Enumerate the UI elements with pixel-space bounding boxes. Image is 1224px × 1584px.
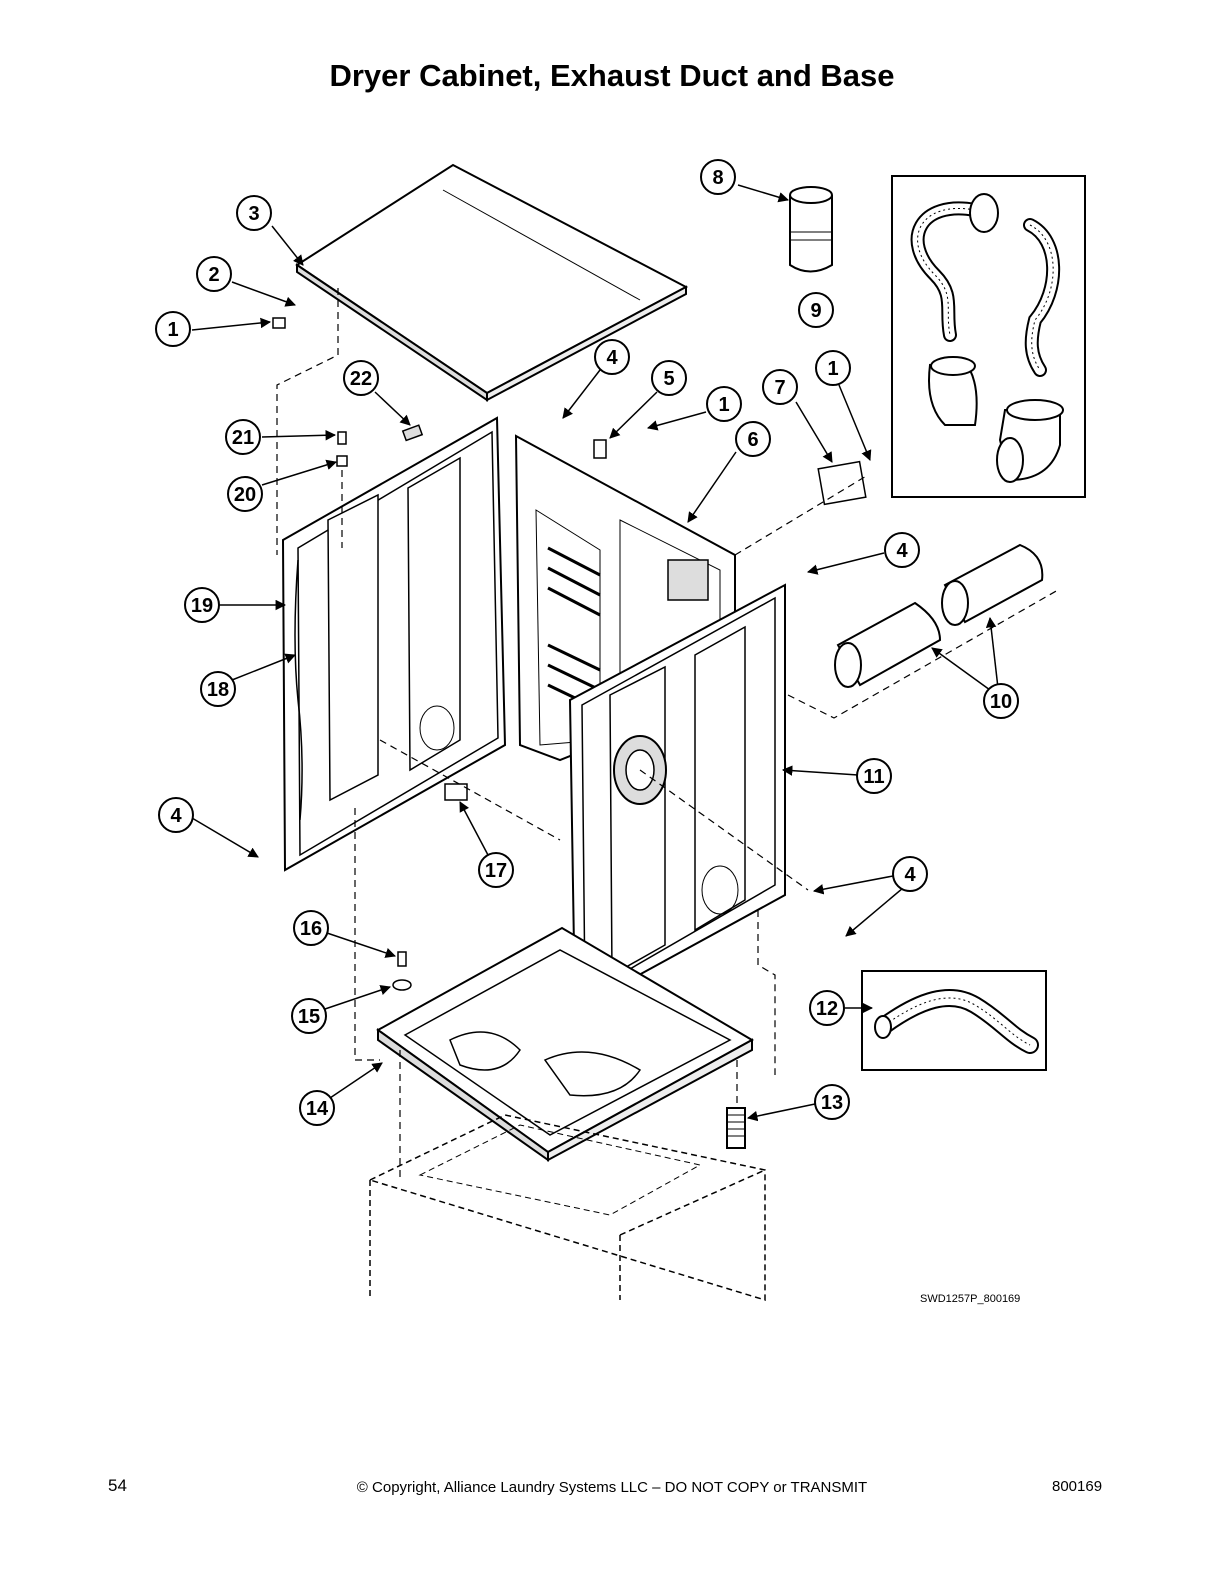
callout-5: 5 <box>663 368 674 390</box>
callout-1: 1 <box>827 358 838 380</box>
page-title: Dryer Cabinet, Exhaust Duct and Base <box>329 58 895 93</box>
base-part <box>376 926 755 1162</box>
callout-4: 4 <box>896 540 908 562</box>
callout-6: 6 <box>747 429 758 451</box>
callout-13: 13 <box>821 1092 843 1114</box>
callout-1: 1 <box>718 394 729 416</box>
callout-21: 21 <box>232 427 254 449</box>
callout-14: 14 <box>306 1098 329 1120</box>
callout-9: 9 <box>810 300 821 322</box>
callout-4: 4 <box>170 805 182 827</box>
exhaust-duct-part <box>789 186 833 273</box>
callout-8: 8 <box>712 167 723 189</box>
left-side-panel-part <box>281 416 507 872</box>
callout-10: 10 <box>990 691 1012 713</box>
callout-19: 19 <box>191 595 213 617</box>
callout-4: 4 <box>904 864 916 886</box>
exhaust-tubes-part <box>834 543 1044 688</box>
page-number: 54 <box>108 1476 127 1495</box>
machine-outline <box>367 1114 766 1302</box>
callout-2: 2 <box>208 264 219 286</box>
callout-7: 7 <box>774 377 785 399</box>
leveling-leg-part <box>726 1107 746 1149</box>
top-panel-part <box>295 163 689 402</box>
callout-15: 15 <box>298 1006 320 1028</box>
callout-leaders <box>191 184 999 1122</box>
callout-22: 22 <box>350 368 372 390</box>
drain-hose-box <box>861 970 1047 1071</box>
callout-16: 16 <box>300 918 322 940</box>
callout-18: 18 <box>207 679 229 701</box>
drawing-id: SWD1257P_800169 <box>920 1293 1020 1305</box>
callout-17: 17 <box>485 860 507 882</box>
callout-20: 20 <box>234 484 256 506</box>
flex-hose-kit-box <box>891 175 1086 498</box>
callout-circles: 1 2 3 8 9 22 4 5 1 7 1 21 6 20 4 19 18 1… <box>155 159 1019 1126</box>
dashed-alignment-lines <box>276 288 1059 1180</box>
copyright-notice: © Copyright, Alliance Laundry Systems LL… <box>356 1479 868 1496</box>
callout-4: 4 <box>606 347 618 369</box>
callout-12: 12 <box>816 998 838 1020</box>
callout-3: 3 <box>248 203 259 225</box>
callout-1: 1 <box>167 319 178 341</box>
small-parts <box>272 317 867 991</box>
callout-11: 11 <box>863 766 884 788</box>
document-number: 800169 <box>1052 1478 1103 1495</box>
